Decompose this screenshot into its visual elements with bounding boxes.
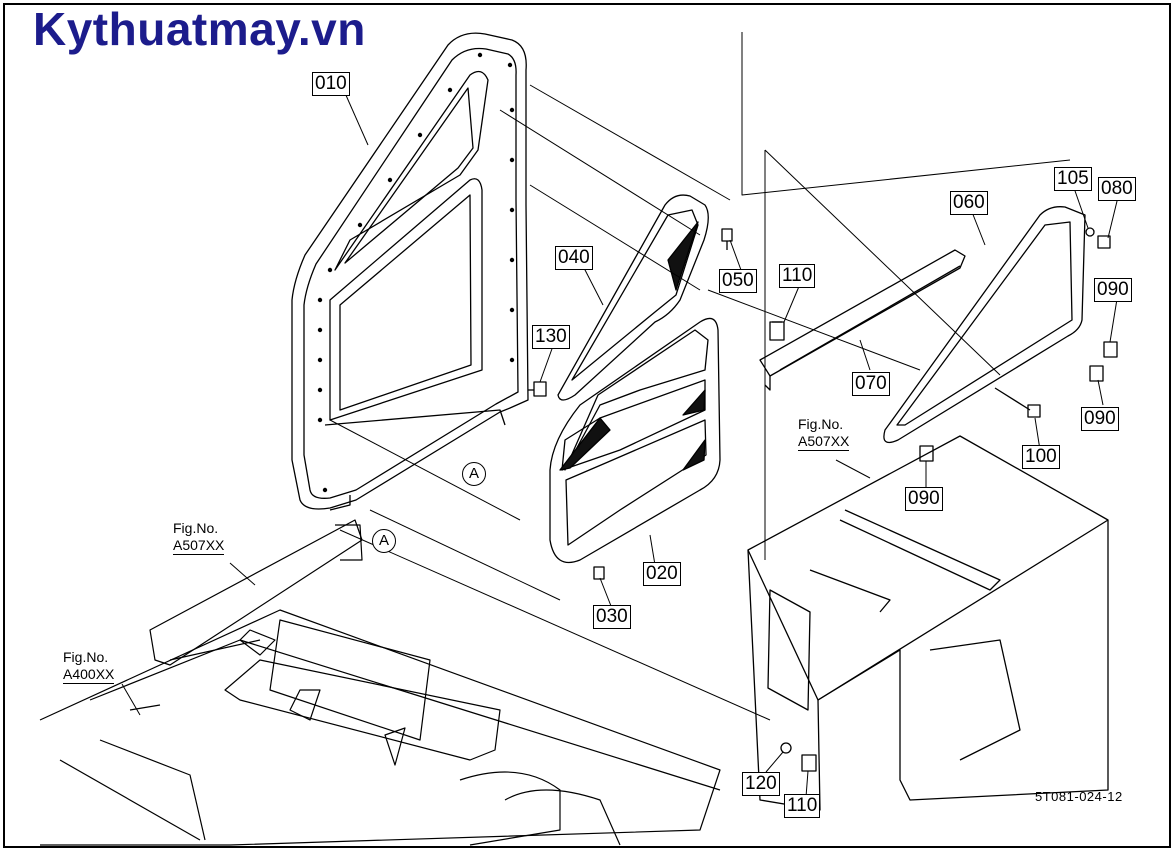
drawing-frame [3, 3, 1171, 848]
lower-panel-020 [549, 317, 721, 564]
chassis-frame [39, 519, 721, 846]
callout-105: 105 [1054, 167, 1092, 191]
callout-130: 130 [532, 325, 570, 349]
callout-040: 040 [555, 246, 593, 270]
reference-mark-a-lower: A [372, 529, 396, 553]
drawing-id: 5T081-024-12 [1035, 789, 1123, 804]
figure-ref-housing: Fig.No. A507XX [798, 416, 850, 451]
figure-ref-bracket: Fig.No. A507XX [173, 520, 225, 555]
figure-ref-label: Fig.No. [798, 416, 844, 432]
callout-020: 020 [643, 562, 681, 586]
callout-090-middle: 090 [1081, 407, 1119, 431]
callout-090-upper: 090 [1094, 278, 1132, 302]
callout-010: 010 [312, 72, 350, 96]
callout-leaders [121, 92, 1119, 798]
callout-090-lower: 090 [905, 487, 943, 511]
callout-110-upper: 110 [779, 264, 816, 288]
reference-mark-a-upper: A [462, 462, 486, 486]
callout-070: 070 [852, 372, 890, 396]
callout-100: 100 [1022, 445, 1060, 469]
callout-080: 080 [1098, 177, 1136, 201]
site-brand: Kythuatmay.vn [33, 3, 366, 55]
callout-060: 060 [950, 191, 988, 215]
figure-ref-number: A400XX [63, 666, 115, 684]
figure-ref-label: Fig.No. [63, 649, 109, 665]
bracket-070 [759, 249, 966, 391]
explode-guides [329, 32, 1071, 721]
figure-ref-chassis: Fig.No. A400XX [63, 649, 115, 684]
side-panel-060 [883, 206, 1086, 444]
door-frame-010 [291, 32, 529, 511]
fasteners [528, 227, 1118, 772]
callout-030: 030 [593, 605, 631, 629]
callout-110-lower: 110 [784, 794, 821, 818]
figure-ref-number: A507XX [798, 433, 850, 451]
figure-ref-label: Fig.No. [173, 520, 219, 536]
figure-ref-number: A507XX [173, 537, 225, 555]
callout-050: 050 [719, 269, 757, 293]
callout-120: 120 [742, 772, 780, 796]
